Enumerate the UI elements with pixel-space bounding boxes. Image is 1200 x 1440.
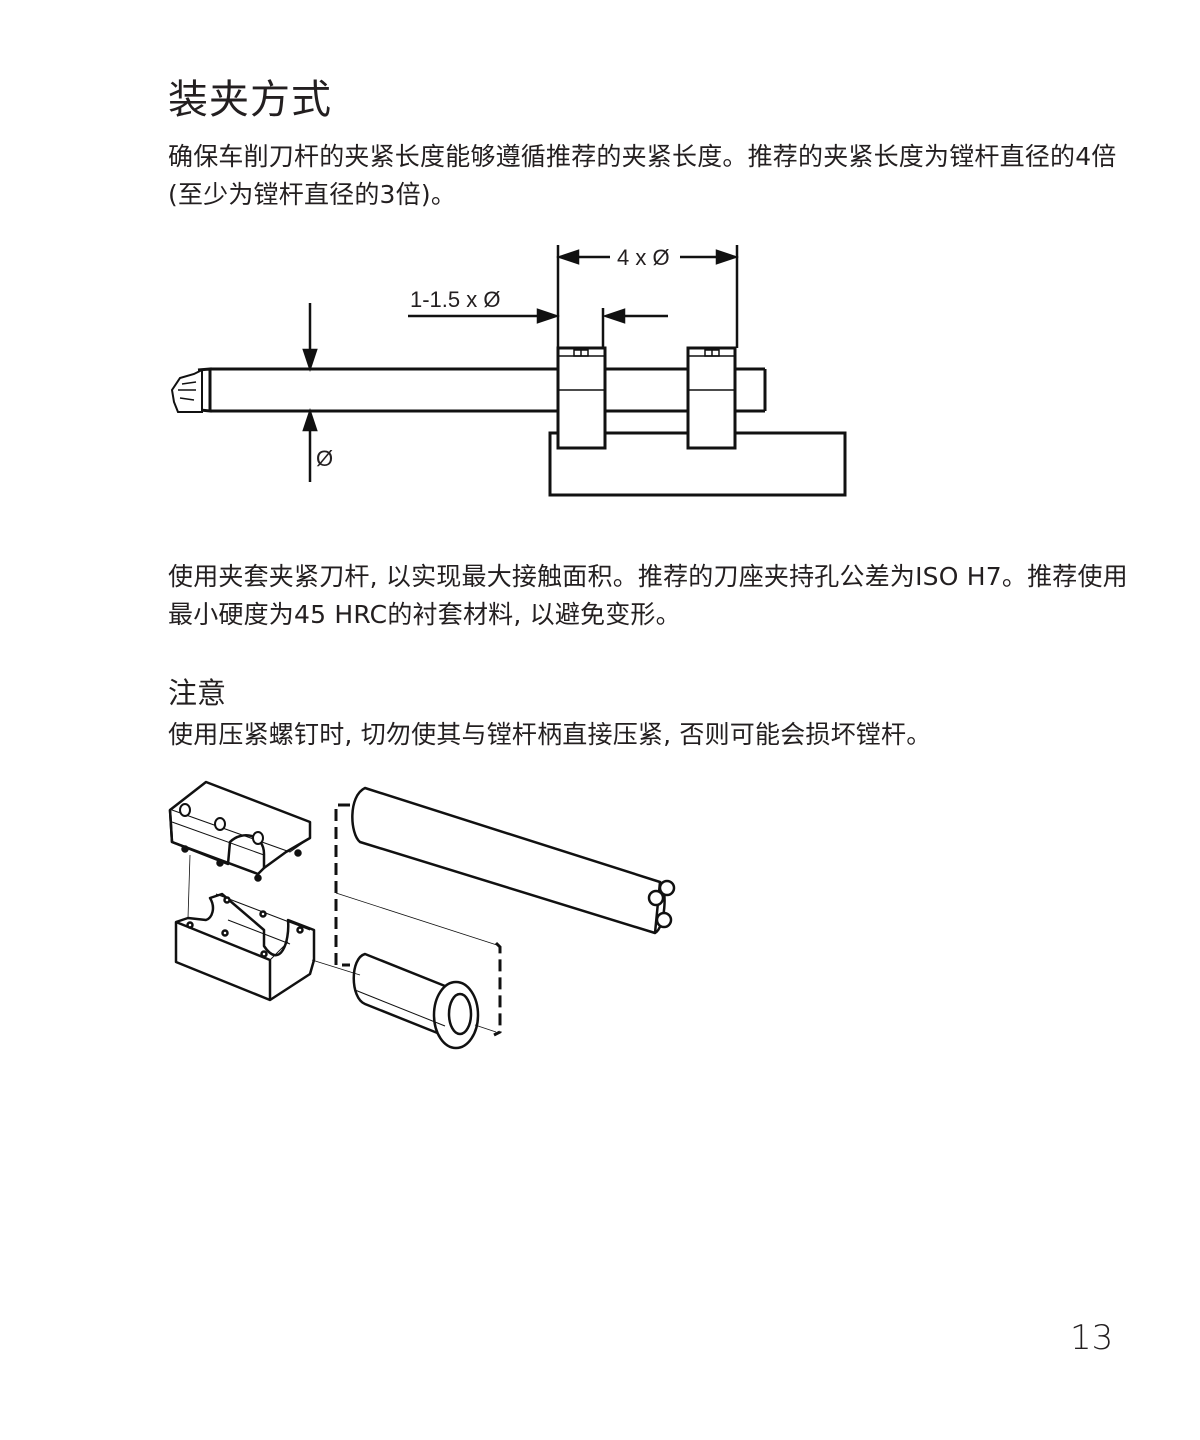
insert-tip-icon bbox=[170, 368, 203, 413]
diameter-label: Ø bbox=[316, 446, 333, 471]
note-heading: 注意 bbox=[168, 676, 227, 710]
overhang-offset-label: 1-1.5 x Ø bbox=[410, 287, 500, 312]
bushing-paragraph: 使用夹套夹紧刀杆, 以实现最大接触面积。推荐的刀座夹持孔公差为ISO H7。推荐… bbox=[168, 562, 1128, 629]
page-number: 13 bbox=[1070, 1318, 1114, 1358]
clamp-length-label: 4 x Ø bbox=[617, 245, 670, 270]
boring-bar bbox=[351, 786, 676, 935]
bushing-sleeve bbox=[352, 952, 480, 1050]
exploded-view-diagram bbox=[168, 780, 676, 1050]
page-title: 装夹方式 bbox=[168, 77, 332, 123]
upper-clamp-half bbox=[168, 780, 312, 882]
lower-clamp-half bbox=[174, 892, 316, 1002]
clamping-length-paragraph: 确保车削刀杆的夹紧长度能够遵循推荐的夹紧长度。推荐的夹紧长度为镗杆直径的4倍 (… bbox=[168, 142, 1117, 209]
clamping-length-diagram: 4 x Ø 1-1.5 x Ø Ø bbox=[170, 245, 847, 497]
note-text: 使用压紧螺钉时, 切勿使其与镗杆柄直接压紧, 否则可能会损坏镗杆。 bbox=[168, 720, 932, 749]
